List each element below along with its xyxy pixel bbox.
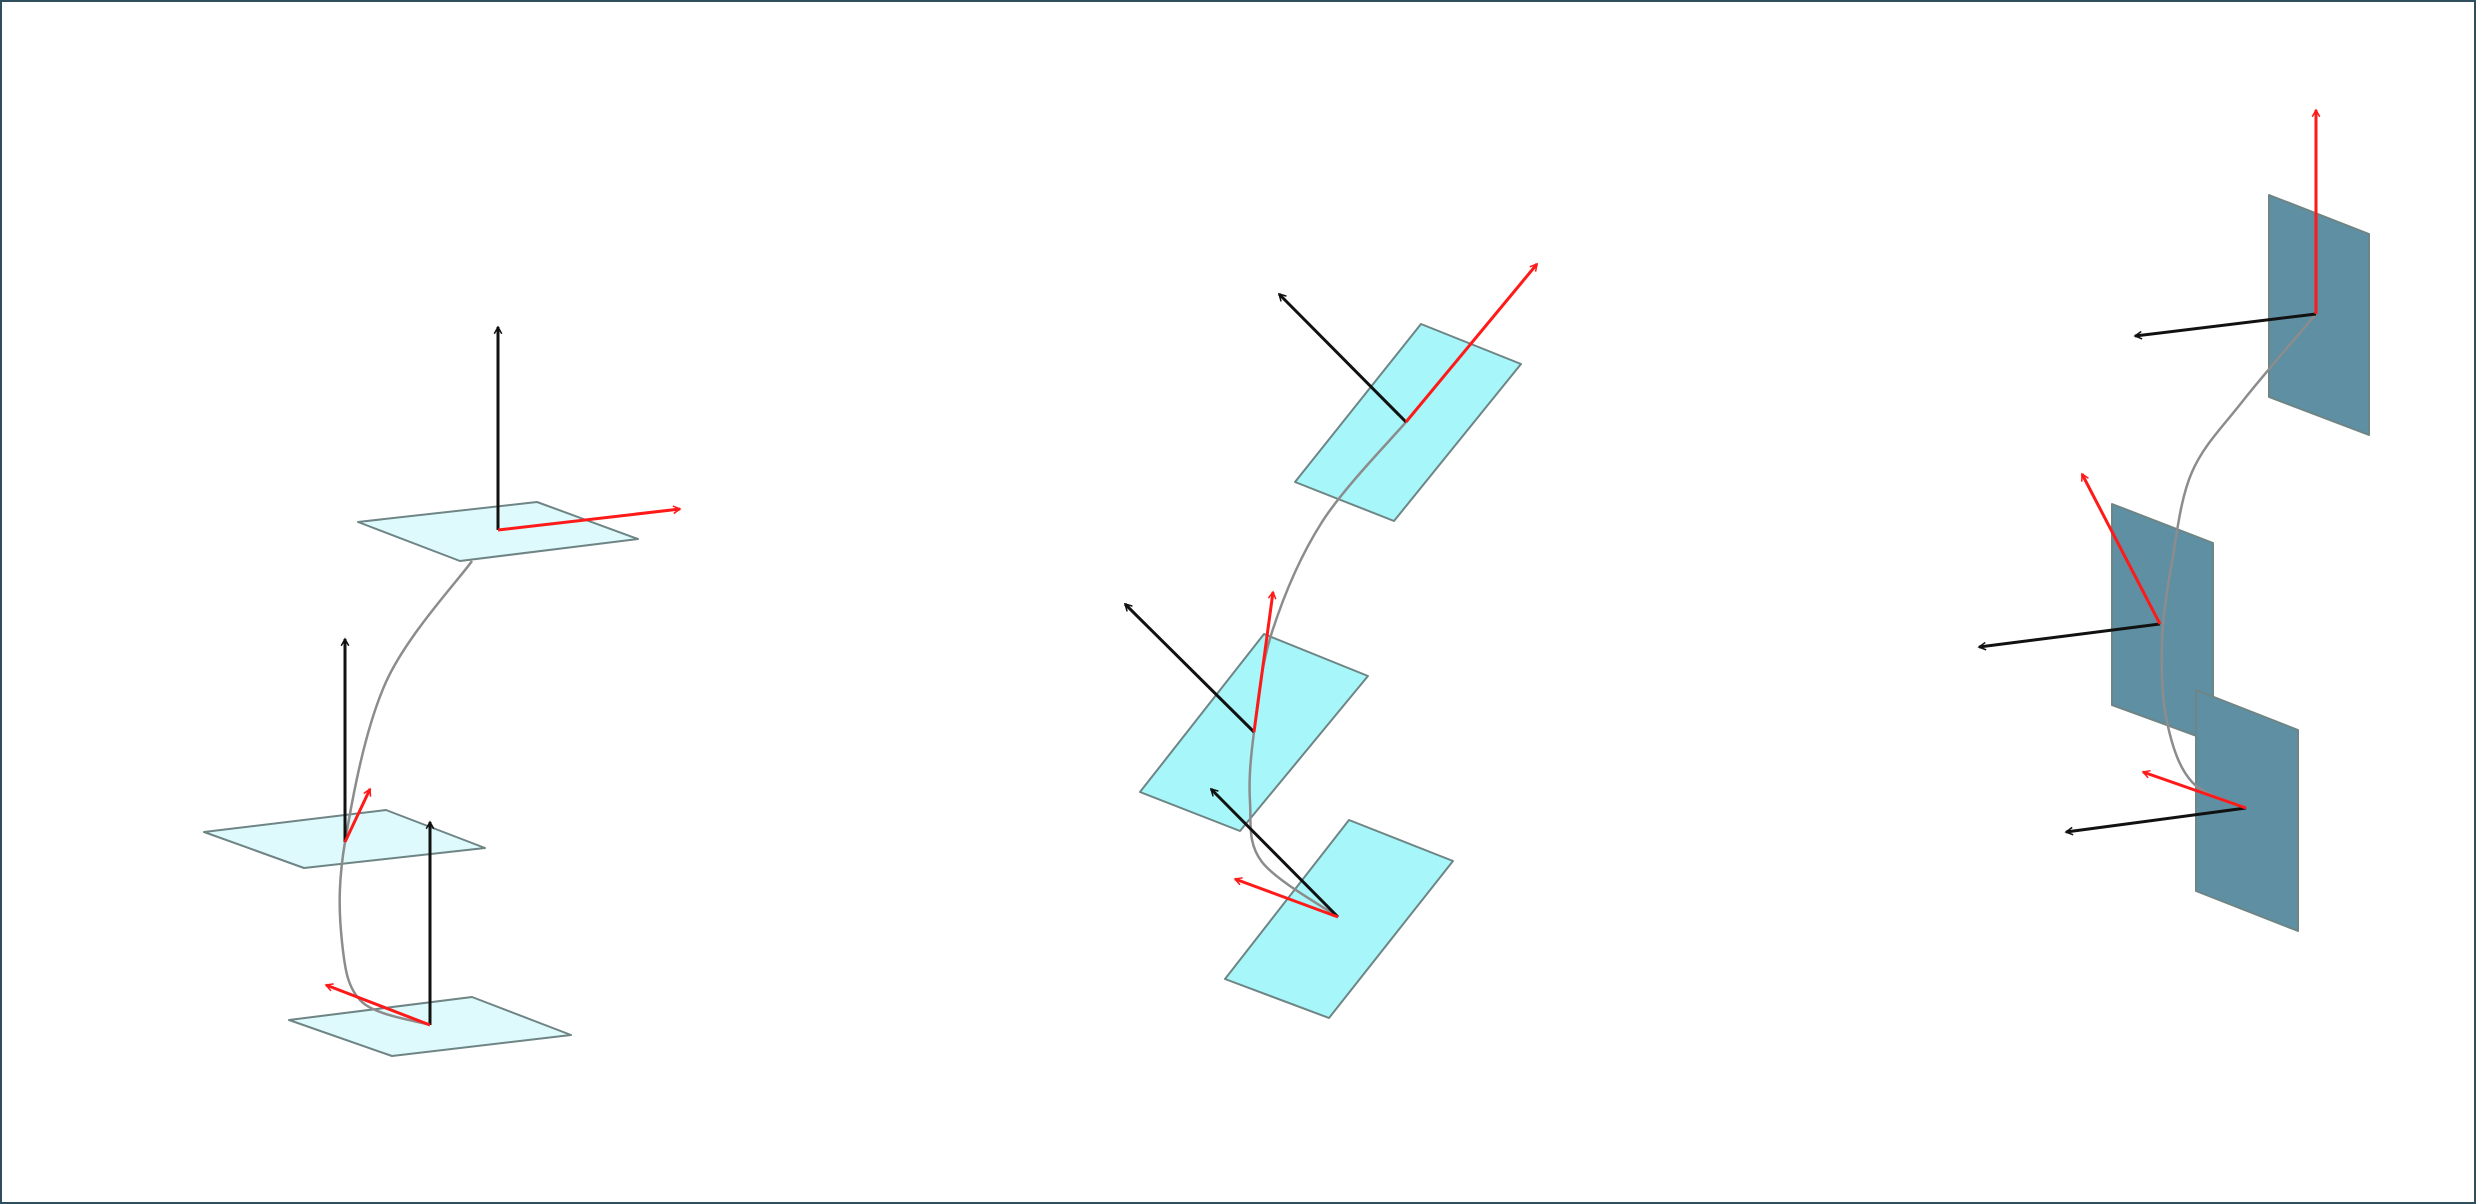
planes-layer [203, 194, 2370, 1057]
panel-right-normal-vector-middle [1979, 622, 2161, 647]
panel-right-normal-vector-bottom [2066, 806, 2247, 832]
panel-middle-plane-bottom [1224, 819, 1454, 1019]
panel-middle-plane-top [1294, 323, 1522, 522]
panel-left-curve [338, 560, 474, 1027]
panel-right-tangent-vector-bottom [2143, 772, 2247, 810]
panel-right-normal-vector-top [2135, 312, 2317, 336]
panel-middle-normal-vector-bottom [1211, 789, 1340, 919]
panel-right-curve [2160, 313, 2317, 810]
panel-right-plane-top [2268, 194, 2370, 436]
panel-middle-tangent-vector-middle [1252, 592, 1273, 733]
panel-right-tangent-vector-middle [2080, 474, 2162, 625]
panel-middle-normal-vector-middle [1125, 604, 1256, 734]
panel-middle-normal-vector-top [1279, 294, 1408, 424]
vectors-layer [326, 110, 2317, 1027]
panel-left-tangent-vector-middle [343, 789, 372, 843]
panel-middle-tangent-vector-bottom [1235, 879, 1339, 919]
panel-left-plane-top [357, 501, 639, 562]
panel-left-tangent-vector-top [497, 509, 680, 532]
panel-left-tangent-vector-bottom [326, 985, 431, 1027]
panel-left-plane-bottom [288, 996, 572, 1057]
panel-right-plane-bottom [2195, 689, 2299, 932]
panel-middle-tangent-vector-top [1404, 264, 1539, 423]
